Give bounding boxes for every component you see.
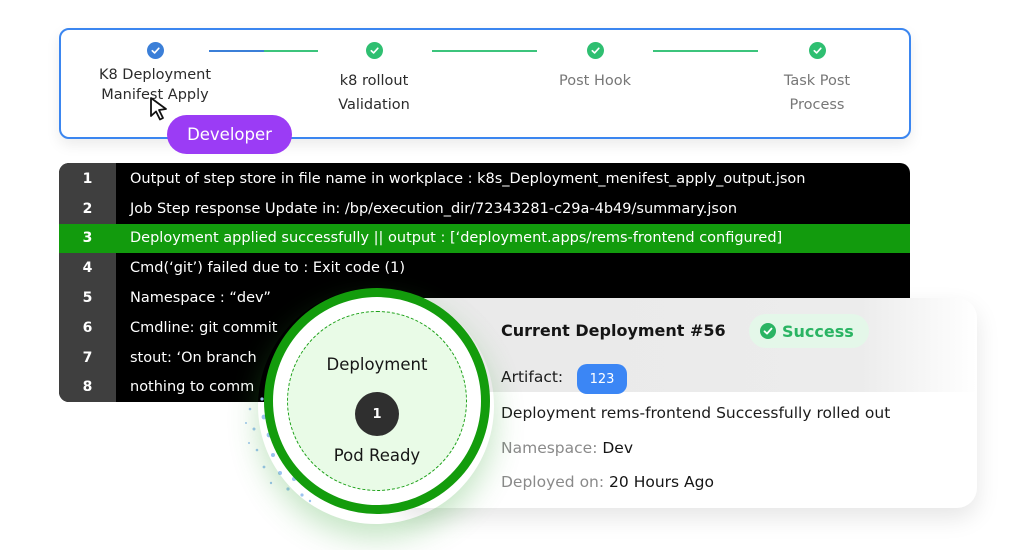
card-header bbox=[395, 298, 977, 392]
step-label-line1: k8 rollout bbox=[339, 73, 409, 89]
step-post-hook[interactable]: Post Hook bbox=[495, 42, 695, 93]
line-text: nothing to comm bbox=[130, 379, 255, 396]
deployed-on-label: Deployed on: bbox=[501, 473, 605, 491]
status-label: Success bbox=[782, 321, 854, 341]
status-badge: Success bbox=[749, 314, 869, 348]
pod-status-circle: Deployment 1 Pod Ready bbox=[264, 288, 490, 514]
line-number: 7 bbox=[82, 349, 93, 366]
line-text: Deployment applied successfully || outpu… bbox=[130, 230, 783, 247]
deployment-title: Current Deployment #56 bbox=[501, 321, 726, 340]
step-connector-1-progress bbox=[209, 50, 264, 52]
check-circle-icon bbox=[586, 42, 604, 59]
check-circle-icon bbox=[146, 42, 164, 59]
step-connector-3 bbox=[653, 50, 758, 52]
step-label: K8 Deployment Manifest Apply bbox=[55, 65, 255, 105]
check-circle-icon bbox=[365, 42, 383, 59]
deployment-card[interactable]: Current Deployment #56 Success Artifact:… bbox=[395, 298, 977, 508]
step-label-line1: Task Post bbox=[783, 73, 851, 89]
mouse-pointer-icon bbox=[150, 97, 167, 121]
log-line: 7 stout: ‘On branch bbox=[59, 343, 910, 373]
log-line: 8 nothing to comm bbox=[59, 373, 910, 402]
step-connector-2 bbox=[432, 50, 537, 52]
deployed-on-row: Deployed on: 20 Hours Ago bbox=[501, 473, 714, 491]
step-connector-1 bbox=[264, 50, 318, 52]
line-number: 3 bbox=[59, 230, 116, 247]
step-label-line2: Manifest Apply bbox=[101, 87, 209, 103]
step-k8-rollout-validation[interactable]: k8 rollout Validation bbox=[274, 42, 474, 117]
namespace-row: Namespace: Dev bbox=[501, 439, 633, 457]
check-circle-icon bbox=[760, 323, 776, 339]
line-text: Cmd(‘git’) failed due to : Exit code (1) bbox=[130, 260, 406, 277]
step-label: Post Hook bbox=[495, 69, 695, 93]
log-line: 2 Job Step response Update in: /bp/execu… bbox=[59, 194, 910, 224]
line-number: 4 bbox=[82, 260, 93, 277]
user-role-badge: Developer bbox=[167, 115, 292, 154]
pod-status-subtitle: Pod Ready bbox=[333, 446, 421, 465]
pod-count-badge: 1 bbox=[355, 392, 399, 436]
deployed-on-value: 20 Hours Ago bbox=[609, 473, 714, 491]
step-k8-deployment-manifest-apply[interactable]: K8 Deployment Manifest Apply bbox=[55, 42, 255, 105]
pod-status-inner: Deployment 1 Pod Ready bbox=[287, 311, 467, 491]
step-label: Task Post Process bbox=[717, 69, 917, 117]
line-text: Cmdline: git commit bbox=[130, 319, 278, 336]
log-line: 6 Cmdline: git commit bbox=[59, 313, 910, 343]
step-label-line2: Process bbox=[789, 97, 845, 113]
line-text: Namespace : “dev” bbox=[130, 290, 271, 307]
deployment-message: Deployment rems-frontend Successfully ro… bbox=[501, 404, 891, 422]
line-text: Job Step response Update in: /bp/executi… bbox=[130, 200, 738, 217]
line-number: 2 bbox=[82, 200, 93, 217]
step-task-post-process[interactable]: Task Post Process bbox=[717, 42, 917, 117]
namespace-label: Namespace: bbox=[501, 439, 598, 457]
artifact-badge[interactable]: 123 bbox=[577, 364, 627, 394]
pod-status-title: Deployment bbox=[326, 355, 428, 374]
line-number: 6 bbox=[82, 319, 93, 336]
log-line: 4 Cmd(‘git’) failed due to : Exit code (… bbox=[59, 253, 910, 283]
log-line: 5 Namespace : “dev” bbox=[59, 283, 910, 313]
line-number: 5 bbox=[82, 290, 93, 307]
step-label-line2: Validation bbox=[338, 97, 410, 113]
step-label-line1: Post Hook bbox=[559, 73, 631, 89]
artifact-label: Artifact: bbox=[501, 368, 564, 386]
line-text: stout: ‘On branch bbox=[130, 349, 257, 366]
line-text: Output of step store in file name in wor… bbox=[130, 170, 806, 187]
line-number: 1 bbox=[82, 170, 93, 187]
log-line: 1 Output of step store in file name in w… bbox=[59, 164, 910, 194]
line-number-gutter bbox=[59, 163, 116, 402]
line-number: 8 bbox=[82, 379, 93, 396]
step-label-line1: K8 Deployment bbox=[98, 67, 212, 83]
step-label: k8 rollout Validation bbox=[274, 69, 474, 117]
check-circle-icon bbox=[808, 42, 826, 59]
log-line-highlighted: 3 Deployment applied successfully || out… bbox=[59, 223, 910, 254]
namespace-value: Dev bbox=[602, 439, 634, 457]
